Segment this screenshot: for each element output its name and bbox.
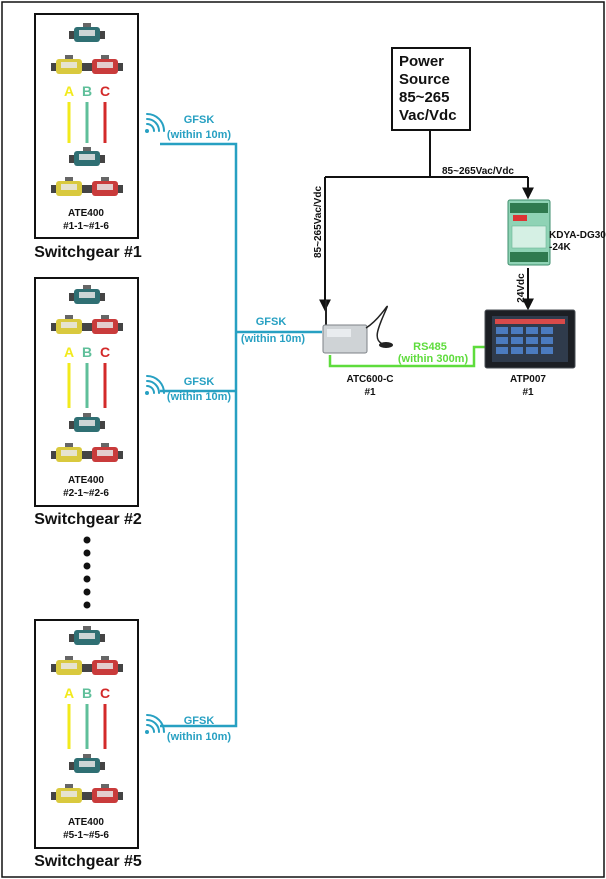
phase-label-b: B [82,344,92,360]
phase-label-b: B [82,83,92,99]
screen-grid [496,327,553,354]
switchgear-cabinet [34,13,139,239]
power-source-label: Source [399,71,450,88]
gfsk-label: GFSK [184,114,215,126]
power-source-label: Vac/Vdc [399,107,457,124]
phase-label-a: A [64,685,74,701]
psu-module: KDYA-DG30 -24K [507,199,606,266]
ate-range: #1-1~#1-6 [63,221,109,232]
gfsk-label: GFSK [184,376,215,388]
switchgear-2: A B C ATE400 #2-1~#2-6 Switchgear #2 [34,277,142,528]
phase-label-c: C [100,344,110,360]
gfsk-range: (within 10m) [241,333,306,345]
atp-model: ATP007 [510,374,546,385]
switchgear-label: Switchgear #5 [34,853,142,870]
ate-range: #2-1~#2-6 [63,488,109,499]
power-source-box: Power Source 85~265 Vac/Vdc [391,47,471,131]
ate-model: ATE400 [68,475,104,486]
gfsk-label: GFSK [256,316,287,328]
power-wire-label-vertical: 85~265Vac/Vdc [313,186,324,258]
power-source-label: 85~265 [399,89,449,106]
power-wire-label: 85~265Vac/Vdc [442,166,514,177]
phase-label-a: A [64,83,74,99]
phase-label-c: C [100,685,110,701]
wifi-icon [145,375,165,395]
power-source-label: Power [399,53,444,70]
rs485-label: RS485 [413,341,447,353]
gfsk-range: (within 10m) [167,129,232,141]
phase-label-a: A [64,344,74,360]
switchgear-5: A B C ATE400 #5-1~#5-6 Switchgear #5 [34,619,142,870]
atc-device: ATC600-C #1 [322,300,394,398]
gfsk-label-group: GFSK (within 10m) GFSK (within 10m) GFSK… [167,114,306,743]
dc-wire-label: 24Vdc [516,273,527,303]
phase-label-b: B [82,685,92,701]
wifi-icon [145,714,165,734]
switchgear-label: Switchgear #2 [34,511,142,528]
ate-model: ATE400 [68,208,104,219]
gfsk-range: (within 10m) [167,391,232,403]
rs485-range: (within 300m) [398,353,469,365]
antenna-cable-icon [365,305,388,346]
gfsk-range: (within 10m) [167,731,232,743]
psu-model: -24K [549,242,571,253]
ellipsis-dots [83,536,91,609]
gfsk-link-1 [160,142,238,458]
ate-model: ATE400 [68,817,104,828]
psu-model: KDYA-DG30 [549,230,606,241]
atc-model: ATC600-C [346,374,393,385]
power-wires [319,130,534,312]
atp-number: #1 [522,387,534,398]
gfsk-label: GFSK [184,715,215,727]
atc-number: #1 [364,387,376,398]
gfsk-link-5 [160,458,238,728]
switchgear-label: Switchgear #1 [34,244,142,261]
phase-label-c: C [100,83,110,99]
wifi-icon [145,113,165,133]
switchgear-1: A B C ATE400 #1-1~#1-6 Switchgear #1 [34,13,142,261]
ate-range: #5-1~#5-6 [63,830,109,841]
atp-panel: ATP007 #1 [484,309,576,398]
wireless-links [160,142,322,728]
rs485-link [328,345,487,368]
